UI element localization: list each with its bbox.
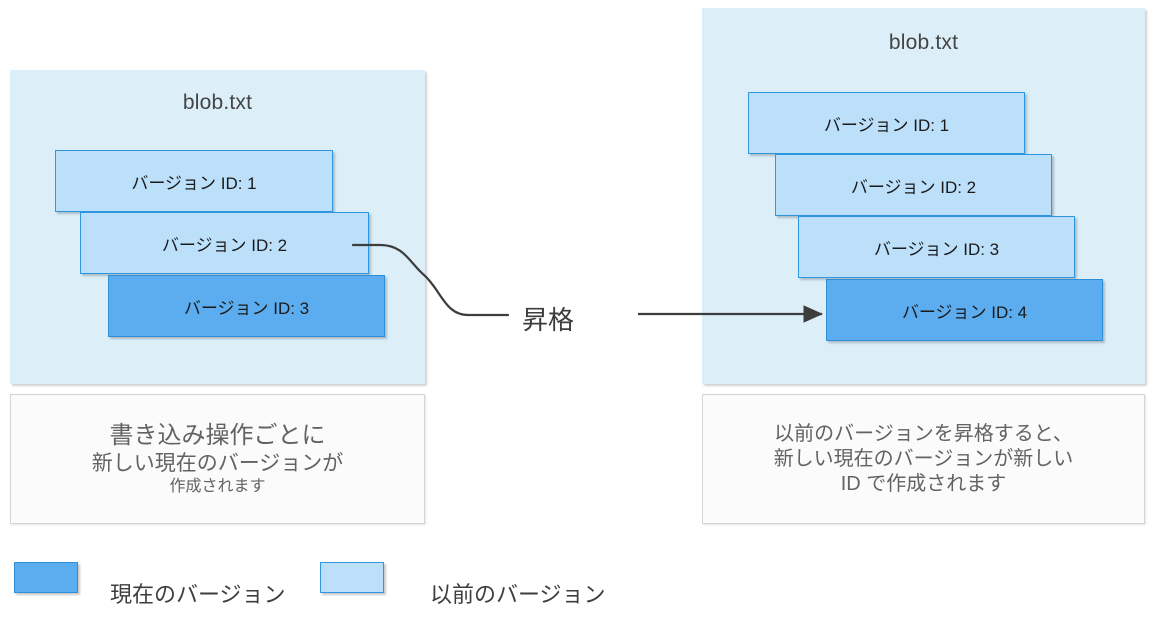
right-caption-line-1: 以前のバージョンを昇格すると、 (774, 422, 1073, 445)
right-version-label-1: バージョン ID: 1 (823, 115, 950, 135)
right-version-box-3: バージョン ID: 3 (798, 216, 1075, 278)
right-version-label-4: バージョン ID: 4 (901, 302, 1028, 322)
left-blob-panel: blob.txt バージョン ID: 1 バージョン ID: 2 バージョン I… (10, 70, 425, 384)
left-version-box-1: バージョン ID: 1 (55, 150, 333, 212)
left-caption-line-1: 書き込み操作ごとに (109, 421, 326, 449)
right-caption-line-2: 新しい現在のバージョンが新しい (773, 447, 1074, 470)
legend-swatch-current-version (14, 562, 78, 593)
left-caption-box: 書き込み操作ごとに 新しい現在のバージョンが 作成されます (10, 394, 425, 524)
legend-swatch-previous-version (320, 562, 384, 593)
left-version-box-2: バージョン ID: 2 (80, 212, 369, 274)
left-panel-title: blob.txt (182, 91, 253, 114)
left-version-box-3: バージョン ID: 3 (108, 275, 385, 337)
right-version-label-2: バージョン ID: 2 (850, 177, 977, 197)
right-blob-panel: blob.txt バージョン ID: 1 バージョン ID: 2 バージョン I… (702, 8, 1145, 384)
promote-label: 昇格 (522, 305, 575, 335)
left-caption-line-2: 新しい現在のバージョンが (91, 451, 344, 475)
right-panel-title: blob.txt (888, 31, 959, 54)
right-caption-line-3: ID で作成されます (840, 472, 1007, 495)
left-version-label-3: バージョン ID: 3 (183, 298, 310, 318)
right-version-box-4: バージョン ID: 4 (826, 279, 1103, 341)
right-version-label-3: バージョン ID: 3 (873, 239, 1000, 259)
left-version-label-2: バージョン ID: 2 (161, 235, 288, 255)
right-caption-box: 以前のバージョンを昇格すると、 新しい現在のバージョンが新しい ID で作成され… (702, 394, 1145, 524)
legend-label-current-version: 現在のバージョン (110, 582, 286, 607)
right-version-box-2: バージョン ID: 2 (775, 154, 1052, 216)
left-version-label-1: バージョン ID: 1 (131, 173, 257, 193)
legend-label-previous-version: 以前のバージョン (430, 582, 606, 607)
left-caption-line-3: 作成されます (169, 478, 266, 496)
right-version-box-1: バージョン ID: 1 (748, 92, 1025, 154)
